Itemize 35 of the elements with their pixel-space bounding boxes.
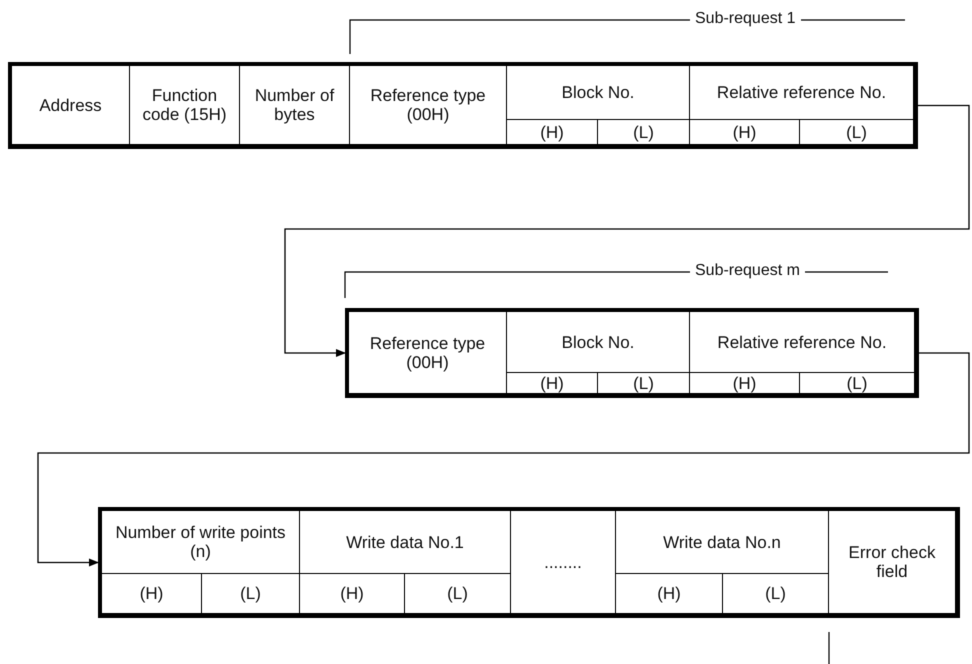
frame-field: (L) [723, 574, 829, 614]
connector-arrow [284, 104, 970, 357]
frame-field: (L) [800, 373, 915, 394]
frame-field: (H) [507, 373, 598, 394]
frame-field: Block No. [507, 312, 690, 373]
frame-field: Relative reference No. [690, 312, 915, 373]
frame-field: Write data No.1 [300, 511, 511, 574]
frame-field: Reference type (00H) [350, 66, 507, 145]
frame-field: (L) [598, 120, 690, 145]
frame-field: (H) [616, 574, 723, 614]
connector-arrow [37, 352, 970, 566]
frame-field: Number of bytes [240, 66, 350, 145]
frame-table [98, 507, 960, 618]
frame-field: Relative reference No. [690, 66, 914, 120]
frame-field: (L) [598, 373, 690, 394]
frame-field: (H) [102, 574, 202, 614]
frame-field: Block No. [507, 66, 690, 120]
frame-field: (L) [405, 574, 511, 614]
frame-table [345, 308, 919, 398]
frame-field: Number of write points (n) [102, 511, 300, 574]
frame-field: Address [12, 66, 130, 145]
frame-field: Error check field [829, 511, 956, 614]
frame-field: (H) [690, 373, 800, 394]
frame-field: (H) [300, 574, 405, 614]
frame-field: (H) [690, 120, 800, 145]
bracket-label: Sub-request 1 [690, 10, 801, 28]
frame-field: Function code (15H) [130, 66, 240, 145]
bracket-label: Sub-request m [690, 262, 805, 280]
frame-field: Write data No.n [616, 511, 829, 574]
frame-field: ........ [511, 511, 616, 614]
frame-field: (H) [507, 120, 598, 145]
frame-table [8, 62, 918, 149]
frame-field: (L) [202, 574, 300, 614]
frame-field: Reference type (00H) [349, 312, 507, 394]
frame-field: (L) [800, 120, 914, 145]
